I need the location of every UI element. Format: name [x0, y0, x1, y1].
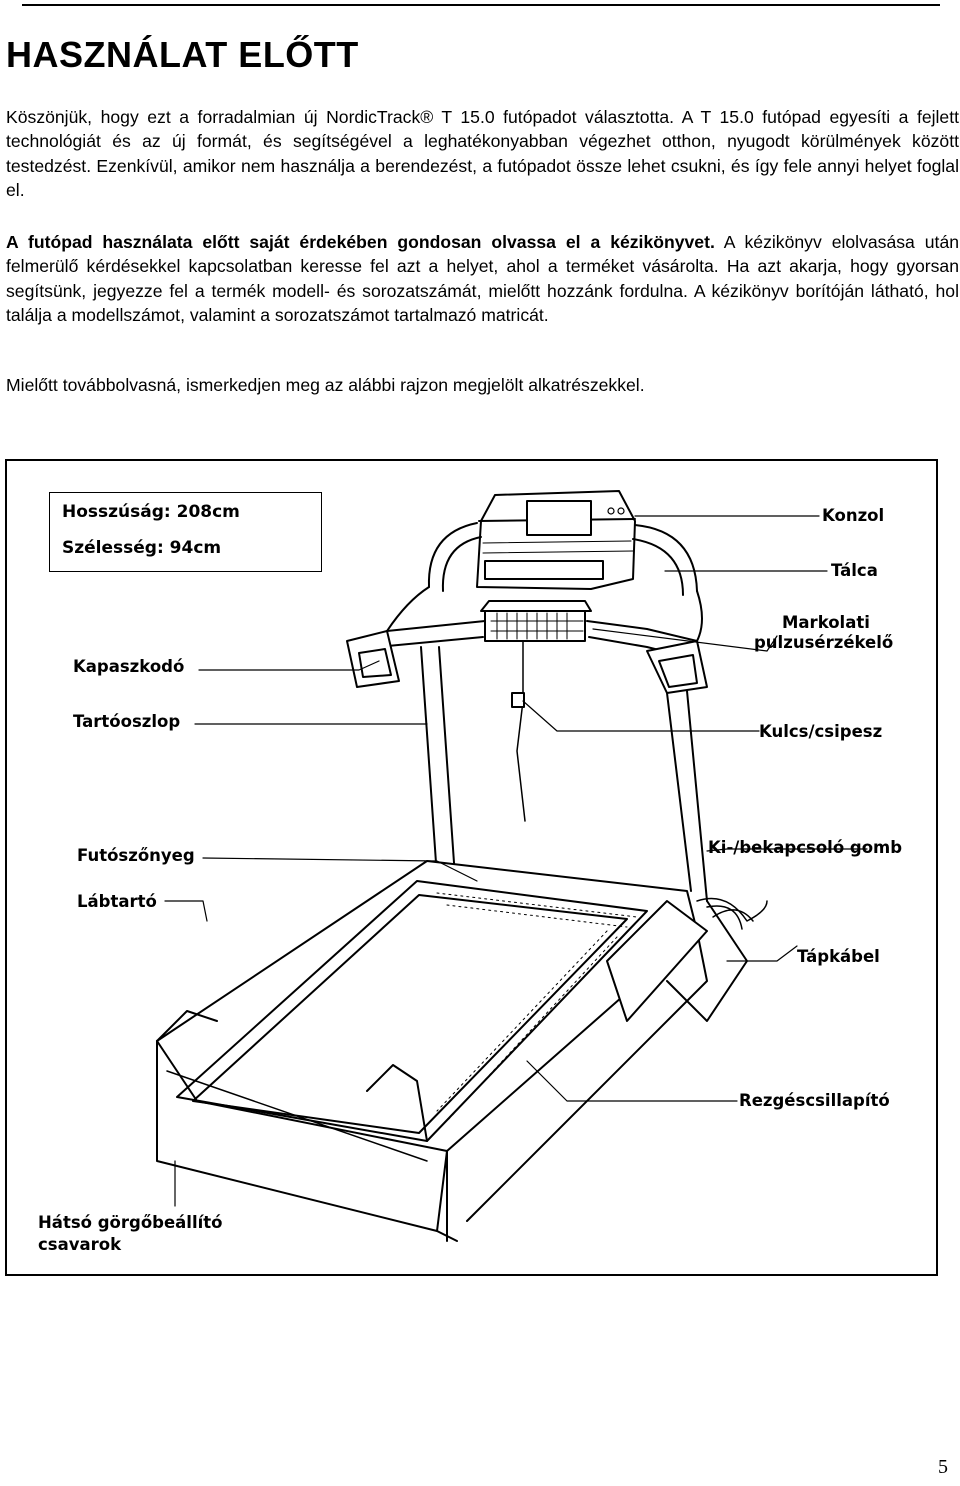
deck-drawing [156, 860, 754, 1242]
console-drawing [476, 490, 636, 590]
manual-paragraph-bold: A futópad használata előtt saját érdekéb… [6, 232, 715, 252]
label-talca: Tálca [831, 561, 878, 580]
label-labtarto: Lábtartó [77, 892, 157, 911]
page-title: HASZNÁLAT ELŐTT [6, 34, 359, 75]
length-label: Hosszúság: 208cm [62, 502, 240, 522]
label-markolati-1: Markolati [782, 613, 870, 632]
label-tartooszlop: Tartóoszlop [73, 712, 181, 731]
label-kulcs: Kulcs/csipesz [759, 722, 883, 741]
tray-drawing [386, 522, 703, 642]
label-rezgescsillapito: Rezgéscsillapító [739, 1091, 890, 1110]
label-futoszonyeg: Futószőnyeg [77, 846, 195, 865]
top-rule [22, 4, 940, 6]
foot-rail-dots [436, 892, 638, 1122]
label-tapkabel: Tápkábel [797, 947, 880, 966]
power-cord-drawing [696, 897, 768, 930]
pulse-grip-drawing [376, 600, 698, 658]
page-number: 5 [938, 1456, 948, 1478]
manual-paragraph-rest: A kézikönyv elolvasása után felmerülő ké… [6, 232, 960, 325]
label-markolati-2: pulzusérzékelő [754, 633, 894, 652]
treadmill-drawing [156, 490, 868, 1242]
label-hatso-1: Hátsó görgőbeállító [38, 1213, 223, 1232]
label-kapaszkodo: Kapaszkodó [73, 657, 185, 676]
treadmill-figure: Hosszúság: 208cm Szélesség: 94cm Konzol … [5, 459, 938, 1276]
leader-lines [164, 515, 868, 1207]
label-kibe: Ki-/bekapcsoló gomb [708, 838, 903, 857]
handles-drawing [346, 630, 708, 694]
dimensions-box: Hosszúság: 208cm Szélesség: 94cm [49, 492, 322, 572]
width-label: Szélesség: 94cm [62, 538, 222, 558]
label-hatso-2: csavarok [38, 1235, 122, 1254]
key-clip-drawing [511, 640, 526, 822]
intro-paragraph: Köszönjük, hogy ezt a forradalmian új No… [6, 107, 959, 200]
manual-paragraph: A futópad használata előtt saját érdekéb… [6, 230, 959, 327]
parts-intro-paragraph: Mielőtt továbbolvasná, ismerkedjen meg a… [6, 375, 645, 395]
label-konzol: Konzol [822, 506, 885, 525]
